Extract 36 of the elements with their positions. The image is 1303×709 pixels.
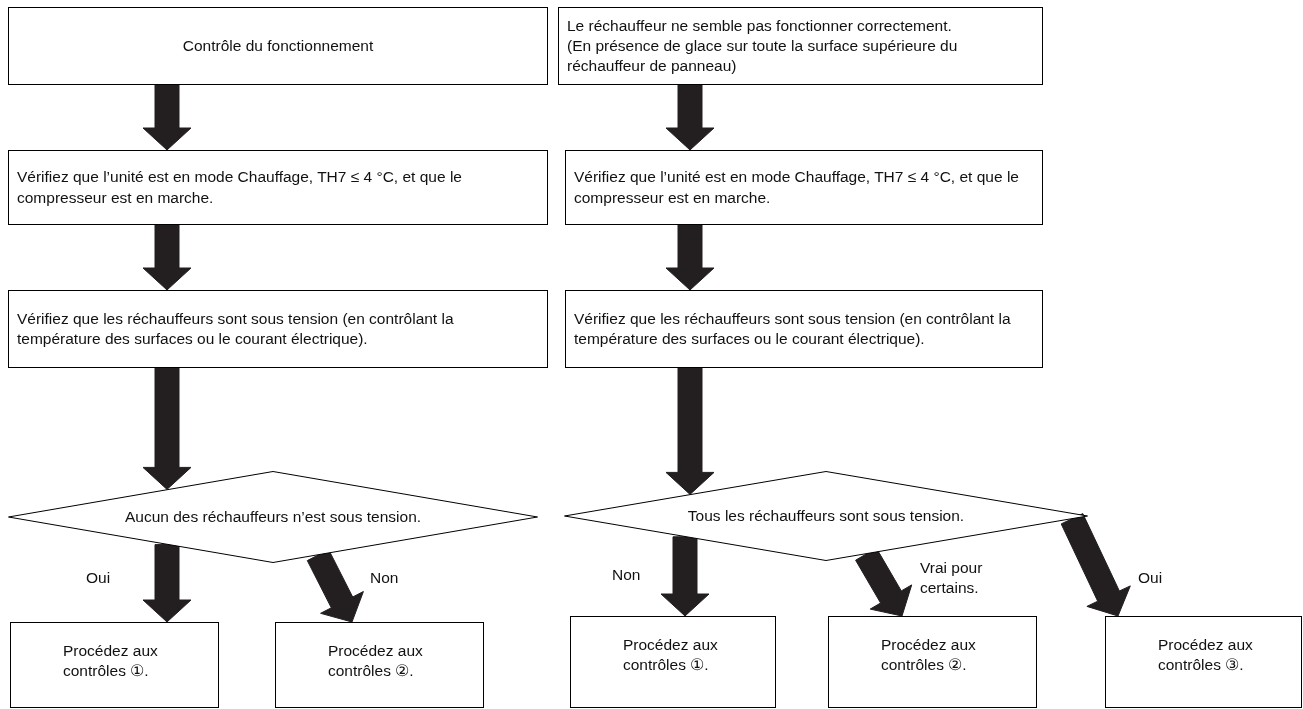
block-arrow [665, 224, 715, 291]
process-box [565, 150, 1043, 225]
step-text: Vérifiez que l’unité est en mode Chauffage, TH7 ≤ 4 °C, et que le compresseur est en marche. [574, 167, 1020, 208]
step-text: Procédez aux contrôles ②. [881, 635, 977, 676]
block-arrow [1060, 513, 1131, 617]
process-box [275, 622, 484, 708]
block-arrow [142, 367, 192, 490]
process-box [828, 616, 1037, 708]
process-box [570, 616, 776, 708]
step-text: (En présence de glace sur toute la surface supérieure du réchauffeur de panneau) [567, 35, 959, 77]
decision-text: Aucun des réchauffeurs n’est sous tension. [124, 506, 422, 527]
block-arrow [665, 84, 715, 151]
process-box [8, 290, 548, 368]
block-arrow [142, 84, 192, 151]
step-text: Vérifiez que l’unité est en mode Chauffage, TH7 ≤ 4 °C, et que le compresseur est en marche. [17, 167, 463, 208]
step-text: Procédez aux contrôles ②. [328, 641, 424, 682]
block-arrow [660, 536, 710, 617]
block-arrow [142, 544, 192, 623]
step-text: Procédez aux contrôles ③. [1158, 635, 1254, 676]
block-arrow [142, 224, 192, 291]
decision-diamond [564, 471, 1088, 561]
step-text: Contrôle du fonctionnement [182, 35, 374, 56]
step-text: Le réchauffeur ne semble pas fonctionner correctement. [567, 15, 952, 36]
decision-diamond [8, 471, 538, 563]
step-text: Procédez aux contrôles ①. [623, 635, 719, 676]
block-arrow [665, 367, 715, 495]
step-text: Vérifiez que les réchauffeurs sont sous tension (en contrôlant la température des surfaces ou le courant électrique). [17, 308, 455, 349]
process-box [8, 150, 548, 225]
process-box [10, 622, 219, 708]
step-text: Vérifiez que les réchauffeurs sont sous tension (en contrôlant la température des surfaces ou le courant électrique). [574, 308, 1012, 349]
process-box [1105, 616, 1302, 708]
process-box [558, 7, 1043, 85]
decision-text: Tous les réchauffeurs sont sous tension. [687, 505, 965, 526]
step-text: Procédez aux contrôles ①. [63, 641, 159, 682]
process-box [8, 7, 548, 85]
process-box [565, 290, 1043, 368]
